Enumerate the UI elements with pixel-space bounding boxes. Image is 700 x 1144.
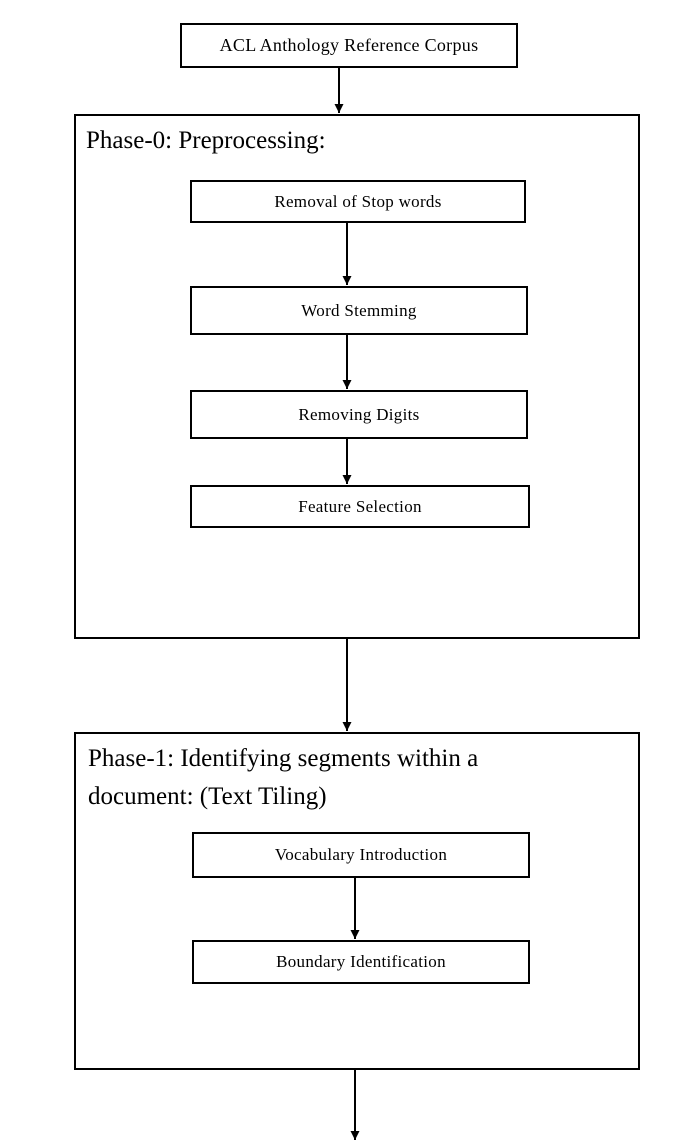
step-label: Boundary Identification	[276, 952, 446, 971]
step-feature-selection: Feature Selection	[190, 485, 530, 528]
phase-1-title-line-1: Phase-1: Identifying segments within a	[88, 745, 479, 772]
step-word-stemming: Word Stemming	[190, 286, 528, 335]
step-label: Removing Digits	[298, 404, 420, 424]
phase-1-title: Phase-1: Identifying segments within a d…	[88, 740, 478, 816]
source-label: ACL Anthology Reference Corpus	[219, 35, 479, 55]
step-boundary-identification: Boundary Identification	[192, 940, 530, 984]
phase-0-title: Phase-0: Preprocessing:	[86, 127, 326, 154]
source-box: ACL Anthology Reference Corpus	[180, 23, 518, 68]
step-label: Word Stemming	[301, 300, 417, 320]
step-removing-digits: Removing Digits	[190, 390, 528, 439]
step-label: Vocabulary Introduction	[274, 845, 448, 864]
step-removal-of-stop-words: Removal of Stop words	[190, 180, 526, 223]
step-label: Removal of Stop words	[274, 191, 442, 211]
step-vocabulary-introduction: Vocabulary Introduction	[192, 832, 530, 878]
phase-1-container	[74, 732, 640, 1070]
step-label: Feature Selection	[298, 496, 422, 516]
phase-1-title-line-2: document: (Text Tiling)	[88, 783, 327, 810]
